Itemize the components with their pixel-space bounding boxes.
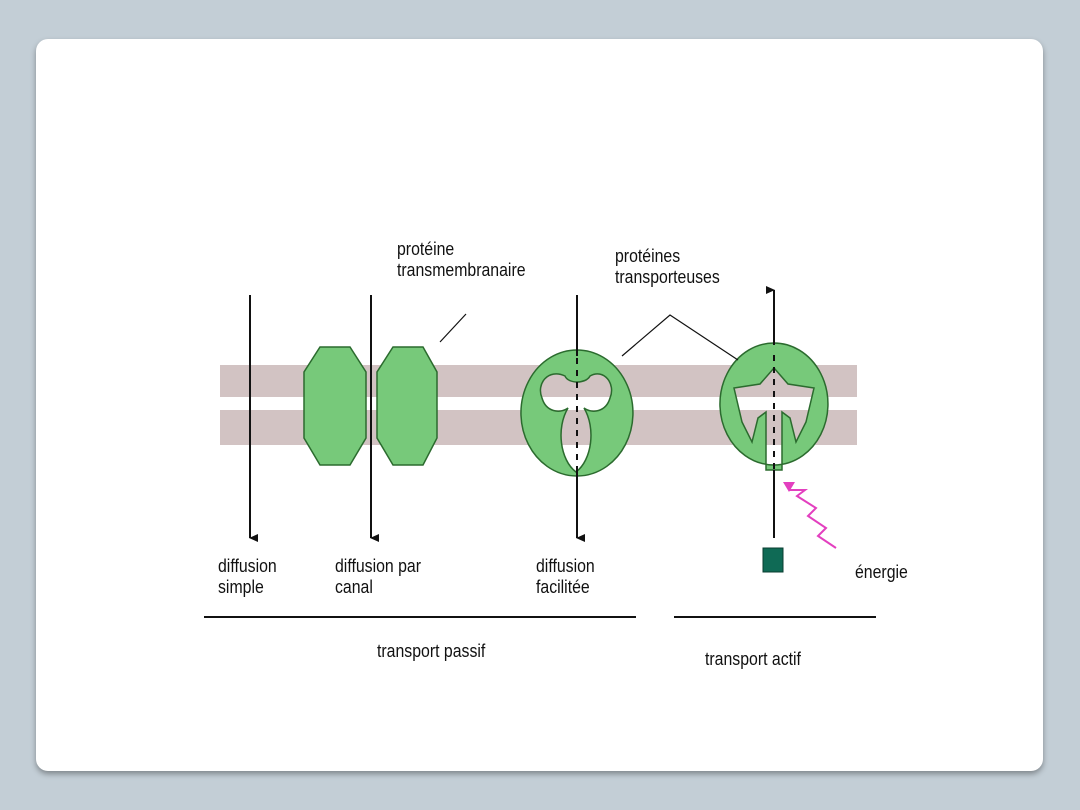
label-proteines-transporteuses: protéines transporteuses bbox=[615, 246, 720, 287]
channel-protein-left-half bbox=[303, 346, 367, 466]
label-diffusion-par-canal: diffusion par canal bbox=[335, 556, 422, 597]
label-proteine-transmembranaire: protéine transmembranaire bbox=[397, 239, 526, 280]
carrier-protein-facilitated bbox=[520, 349, 634, 477]
energy-zigzag-arrow bbox=[783, 482, 837, 549]
energy-square bbox=[762, 547, 784, 573]
pointer-proteines-transporteuses bbox=[621, 314, 739, 361]
label-transport-passif: transport passif bbox=[377, 641, 486, 661]
channel-protein-right-half bbox=[376, 346, 438, 466]
pointer-proteine-transmembranaire bbox=[439, 313, 467, 343]
label-energie: énergie bbox=[855, 562, 908, 582]
label-transport-actif: transport actif bbox=[705, 649, 801, 669]
label-diffusion-simple: diffusion simple bbox=[218, 556, 277, 597]
label-diffusion-facilitee: diffusion facilitée bbox=[536, 556, 595, 597]
